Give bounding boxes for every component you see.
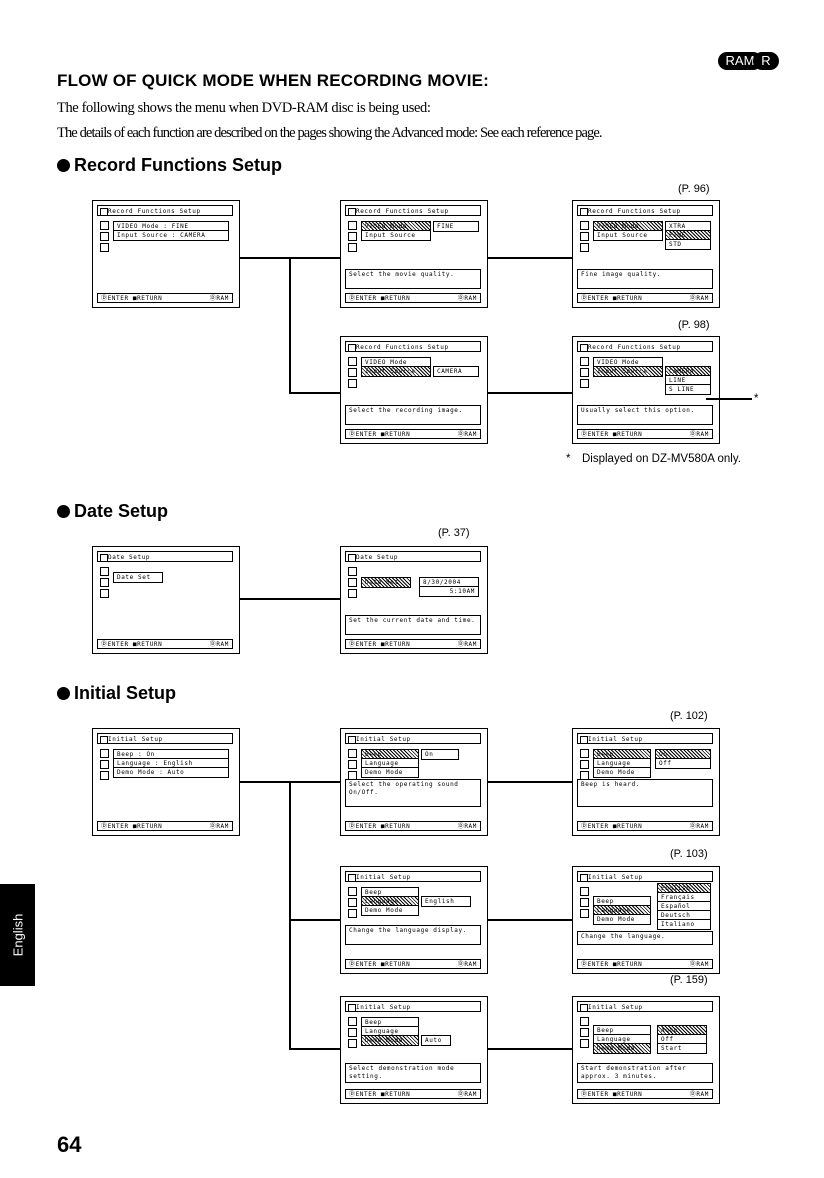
intro-line-2: The details of each function are describ… bbox=[57, 125, 603, 141]
footnote-text: Displayed on DZ-MV580A only. bbox=[582, 453, 741, 465]
page-number: 64 bbox=[57, 1132, 82, 1157]
screen-initial-demo-mode: Initial Setup Beep Language Demo Mode Au… bbox=[340, 996, 488, 1104]
section-title-date: Date Setup bbox=[57, 501, 168, 522]
screen-record-input-source: Record Functions Setup VIDEO Mode Input … bbox=[340, 336, 488, 444]
screen-initial-beep: Initial Setup Beep Language Demo Mode On… bbox=[340, 728, 488, 836]
bullet-icon bbox=[57, 505, 70, 518]
bullet-icon bbox=[57, 159, 70, 172]
language-side-tab: English bbox=[0, 884, 35, 986]
connector bbox=[488, 392, 572, 394]
footnote-marker: * bbox=[754, 393, 759, 405]
connector bbox=[289, 392, 340, 394]
screen-record-input-options: Record Functions Setup VIDEO Mode Input … bbox=[572, 336, 720, 444]
page-title: FLOW OF QUICK MODE WHEN RECORDING MOVIE: bbox=[57, 71, 490, 90]
screen-initial-language-options: Initial Setup Beep Language Demo Mode En… bbox=[572, 866, 720, 974]
ram-badge: RAM bbox=[718, 52, 762, 70]
screen-initial-language: Initial Setup Beep Language Demo Mode En… bbox=[340, 866, 488, 974]
bullet-icon bbox=[57, 687, 70, 700]
page-ref: (P. 102) bbox=[670, 710, 708, 722]
connector bbox=[488, 257, 572, 259]
section-title-initial: Initial Setup bbox=[57, 683, 176, 704]
intro-line-1: The following shows the menu when DVD-RA… bbox=[57, 100, 431, 116]
connector bbox=[488, 781, 572, 783]
screen-record-main: Record Functions Setup VIDEO Mode : FINE… bbox=[92, 200, 240, 308]
connector bbox=[706, 398, 752, 400]
screen-record-video-mode: Record Functions Setup VIDEO Mode Input … bbox=[340, 200, 488, 308]
page-ref: (P. 159) bbox=[670, 974, 708, 986]
screen-initial-beep-options: Initial Setup Beep Language Demo Mode On… bbox=[572, 728, 720, 836]
connector bbox=[289, 781, 291, 1049]
connector bbox=[488, 919, 572, 921]
connector bbox=[240, 598, 340, 600]
connector bbox=[289, 919, 340, 921]
screen-date-set: Date Setup Date Set 8/30/2004 5:10AM Set… bbox=[340, 546, 488, 654]
footnote-star: * bbox=[566, 453, 571, 465]
screen-initial-main: Initial Setup Beep : On Language : Engli… bbox=[92, 728, 240, 836]
page-ref: (P. 103) bbox=[670, 848, 708, 860]
connector bbox=[289, 1048, 340, 1050]
connector bbox=[488, 1048, 572, 1050]
page-ref: (P. 98) bbox=[678, 319, 710, 331]
screen-initial-demo-options: Initial Setup Beep Language Demo Mode Au… bbox=[572, 996, 720, 1104]
screen-record-quality-options: Record Functions Setup VIDEO Mode Input … bbox=[572, 200, 720, 308]
section-title-record: Record Functions Setup bbox=[57, 155, 282, 176]
page-ref: (P. 96) bbox=[678, 183, 710, 195]
connector bbox=[289, 257, 291, 393]
r-badge: R bbox=[753, 52, 779, 70]
page-ref: (P. 37) bbox=[438, 527, 470, 539]
